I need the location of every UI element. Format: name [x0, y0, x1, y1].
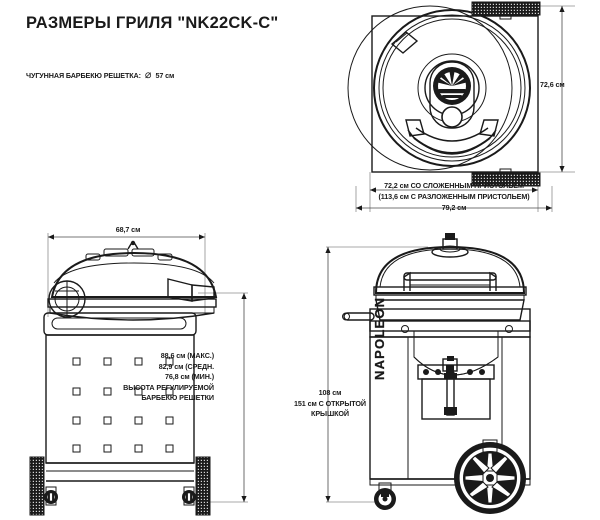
side-view-height-open-line2: КРЫШКОЙ: [311, 409, 349, 418]
grate-spec-label: ЧУГУННАЯ БАРБЕКЮ РЕШЕТКА:: [26, 71, 141, 80]
side-view-height-open-line1: 151 см С ОТКРЫТОЙ: [294, 398, 366, 408]
grate-height-caption-line2: БАРБЕКЮ РЕШЕТКИ: [141, 393, 214, 402]
side-view-height-closed-dimension: 108 см: [318, 388, 342, 397]
top-view-height-dimension: 72,6 см: [540, 80, 565, 89]
top-view-width-unfolded-dimension: (113,6 см С РАЗЛОЖЕННЫМ ПРИСТОЛЬЕМ): [378, 192, 530, 201]
brand-label-napoleon: NAPOLEON: [372, 296, 387, 381]
grate-height-caption-line1: ВЫСОТА РЕГУЛИРУЕМОЙ: [123, 382, 214, 392]
grate-height-max-dimension: 88,6 см (МАКС.): [160, 351, 214, 360]
grate-spec-value: 57 см: [155, 71, 175, 80]
front-view-width-dimension: 68,7 см: [115, 225, 141, 234]
top-view-width-folded-dimension: 72,2 см СО СЛОЖЕННЫМ ПРИСТОЛЬЕМ: [384, 181, 524, 190]
grate-height-mid-dimension: 82,9 см (СРЕДН.: [158, 361, 214, 371]
front-view: 68,7 см 88,6 см (МАКС.) 82,9 см (СРЕДН. …: [20, 225, 310, 520]
diameter-icon: ⌀: [144, 68, 152, 81]
grate-height-min-dimension: 76,8 см (МИН.): [164, 372, 214, 381]
grate-specification: ЧУГУННАЯ БАРБЕКЮ РЕШЕТКА: ⌀ 57 см: [26, 68, 175, 81]
page-title: РАЗМЕРЫ ГРИЛЯ "NK22CK-C": [26, 14, 279, 32]
side-view: 108 см 151 см С ОТКРЫТОЙ КРЫШКОЙ: [294, 225, 600, 520]
top-view-width-overall-dimension: 79,2 см: [441, 203, 467, 212]
top-view: 72,6 см 72,2 см СО СЛОЖЕННЫМ ПРИСТОЛЬЕМ …: [330, 0, 600, 212]
